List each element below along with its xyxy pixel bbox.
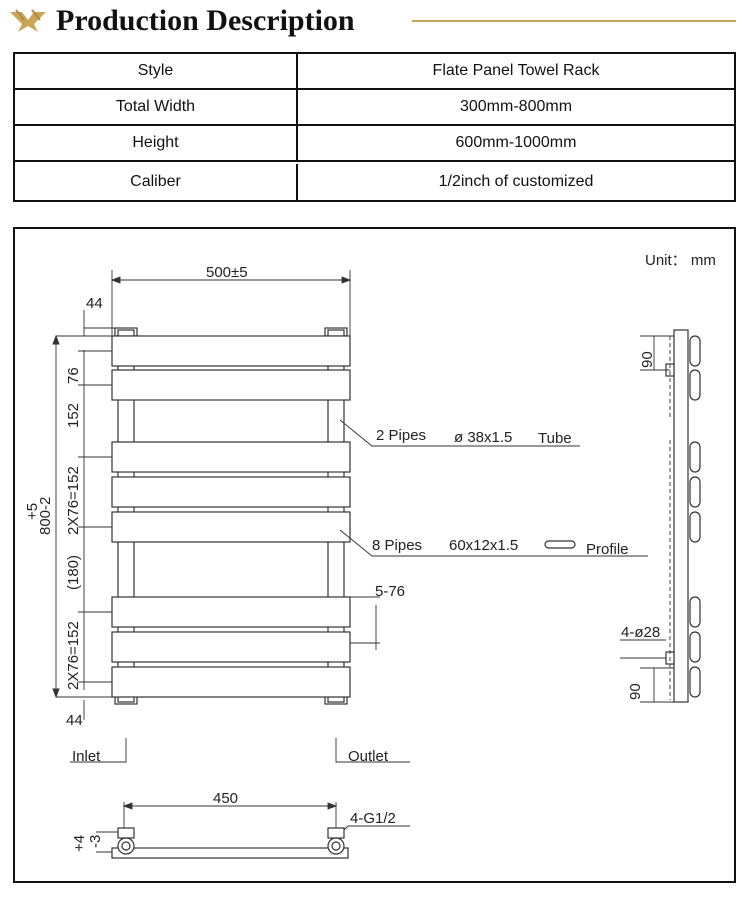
height-dimension-tolerance: +5 [24,503,41,520]
side-panel [689,335,701,367]
side-view-tube [673,329,689,703]
panel-bar [111,476,351,508]
bottom-tolerance-plus: +4 [71,835,88,852]
spacing-152: 152 [65,403,82,428]
height-dimension: 800-2 [37,497,54,535]
profile-callout-type: Profile [586,541,629,558]
profile-callout-label: 8 Pipes [372,537,422,554]
spec-value: Flate Panel Towel Rack [432,62,600,79]
spacing-76: 76 [65,367,82,384]
spec-label: Total Width [15,90,298,124]
panel-bar [111,631,351,663]
table-row: Caliber 1/2inch of customized [15,164,734,200]
inlet-label: Inlet [72,748,101,765]
side-bottom-90: 90 [627,683,644,700]
valve-cap [327,827,345,839]
spec-label: Height [15,126,298,160]
panel-bar [111,596,351,628]
side-panel [689,596,701,628]
spec-label: Style [15,54,298,88]
page-title: Production Description [56,4,355,37]
outlet-label: Outlet [348,748,389,765]
bottom-width-dimension: 450 [213,790,238,807]
valve-cap [117,827,135,839]
profile-symbol-icon [544,540,576,549]
side-panel [689,476,701,508]
brand-logo-icon [10,9,46,32]
header: Production Description [0,0,750,44]
spacing-2x76-lower: 2X76=152 [65,621,82,690]
side-top-90: 90 [639,351,656,368]
technical-drawing [13,227,736,883]
side-hole-dimension: 4-ø28 [621,624,660,641]
side-panel [689,631,701,663]
spacing-180: (180) [65,555,82,590]
panel-bar [111,369,351,401]
bottom-offset-dimension: 44 [66,712,83,729]
spec-value: 300mm-800mm [459,98,573,115]
spec-table: Style Flate Panel Towel Rack Total Width… [13,52,736,202]
pipes-callout-spec: ø 38x1.5 [454,429,512,446]
pipes-callout-label: 2 Pipes [376,427,426,444]
panel-bar [111,511,351,543]
table-row: Height 600mm-1000mm [15,126,734,162]
title-divider [412,20,736,22]
side-panel [689,441,701,473]
panel-bar [111,335,351,367]
side-panel [689,666,701,698]
spec-value: 1/2inch of customized [438,173,594,190]
panel-bar [111,666,351,698]
table-row: Total Width 300mm-800mm [15,90,734,126]
bottom-view-panel [111,847,349,859]
side-panel [689,369,701,401]
table-row: Style Flate Panel Towel Rack [15,54,734,90]
unit-label: Unit： mm [645,252,716,269]
panel-bar [111,441,351,473]
spec-value: 600mm-1000mm [455,134,577,151]
panel-gap-dimension: 5-76 [375,583,405,600]
spec-label: Caliber [15,164,298,200]
bottom-tolerance-minus: -3 [87,835,104,848]
spacing-2x76-upper: 2X76=152 [65,466,82,535]
width-dimension: 500±5 [206,264,248,281]
pipes-callout-type: Tube [538,430,572,447]
side-panel [689,511,701,543]
top-offset-dimension: 44 [86,295,103,312]
profile-callout-spec: 60x12x1.5 [449,537,518,554]
connector-spec: 4-G1/2 [350,810,396,827]
